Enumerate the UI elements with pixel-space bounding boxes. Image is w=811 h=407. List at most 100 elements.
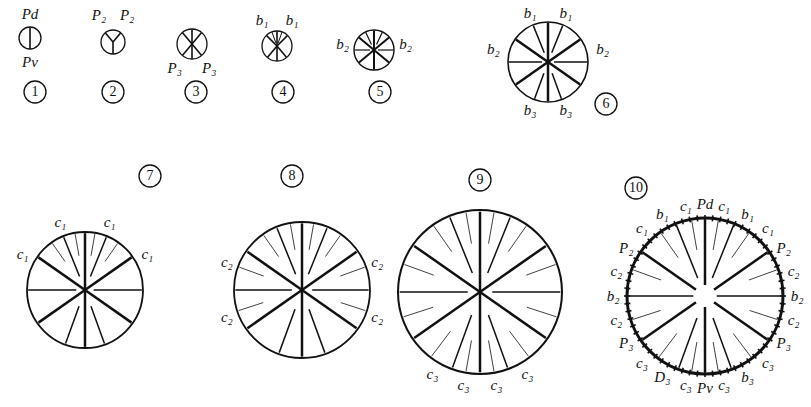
radial-canal xyxy=(632,310,660,319)
radial-canal-figure xyxy=(354,30,394,70)
canal-label: b₁ xyxy=(286,13,299,28)
rim-tick xyxy=(780,303,786,305)
canal-label: c₁ xyxy=(680,199,692,214)
radial-canal xyxy=(432,331,451,356)
radial-canal xyxy=(75,234,79,256)
radial-canal xyxy=(750,310,778,319)
canal-label: c₂ xyxy=(371,310,383,325)
radial-canal xyxy=(90,237,106,276)
radial-canal xyxy=(325,235,340,256)
rim-tick xyxy=(648,349,652,353)
rim-tick xyxy=(767,338,772,341)
radial-canal xyxy=(359,50,374,63)
panel-number-text: 10 xyxy=(629,181,643,195)
canal-label: P₃ xyxy=(202,61,216,76)
rim-tick xyxy=(689,217,690,223)
canal-label: b₂ xyxy=(607,289,620,304)
radial-canal xyxy=(113,33,121,42)
rim-tick xyxy=(627,318,633,320)
rim-tick xyxy=(681,218,683,224)
rim-tick xyxy=(626,311,632,312)
rim-tick xyxy=(624,295,630,297)
radial-canal xyxy=(112,42,114,54)
rim-tick xyxy=(674,365,676,371)
radial-canal xyxy=(85,290,132,323)
radial-canal xyxy=(247,290,302,328)
radial-canal xyxy=(692,342,697,371)
canal-label: b₂ xyxy=(399,37,412,52)
canal-label: c₁ xyxy=(762,221,774,236)
radial-canal xyxy=(105,243,118,261)
radial-canal xyxy=(279,309,295,352)
rim-tick xyxy=(734,365,736,371)
radial-canal xyxy=(276,31,278,46)
disc-outline xyxy=(627,218,783,374)
disc-outline xyxy=(177,29,207,59)
rim-tick xyxy=(777,318,783,320)
rim-tick xyxy=(660,358,663,363)
canal-label: c₂ xyxy=(221,255,233,270)
rim-tick xyxy=(704,215,706,221)
radial-canal xyxy=(91,306,104,343)
radial-canal-figure xyxy=(262,31,292,61)
radial-canal xyxy=(453,315,472,367)
radial-canal xyxy=(479,292,482,372)
radial-canal xyxy=(264,235,279,256)
radial-canal xyxy=(535,73,544,99)
radial-canal xyxy=(277,46,286,57)
radial-canal xyxy=(509,61,542,63)
radial-canal xyxy=(552,73,561,99)
number-ring-outline xyxy=(625,177,647,199)
radial-canal xyxy=(492,291,560,293)
canal-label: Pv xyxy=(697,381,713,396)
rim-tick xyxy=(654,233,658,238)
rim-tick xyxy=(681,368,683,374)
radial-canal xyxy=(183,44,192,55)
canal-label: c₁ xyxy=(636,221,648,236)
radial-canal xyxy=(239,303,264,311)
radial-canal xyxy=(105,33,113,42)
radial-canal xyxy=(526,265,555,276)
radial-canal xyxy=(704,220,707,286)
radial-canal xyxy=(378,49,394,50)
radial-canal xyxy=(301,223,304,290)
rim-tick xyxy=(763,245,768,249)
rim-tick xyxy=(777,272,783,274)
disc-outline xyxy=(262,31,292,61)
canal-label: c₂ xyxy=(610,264,622,279)
radial-canal xyxy=(713,221,718,250)
radial-canal xyxy=(676,225,697,278)
canal-label: b₃ xyxy=(559,103,572,118)
number-ring-outline xyxy=(369,81,391,103)
rim-tick xyxy=(674,221,676,227)
radial-canal xyxy=(374,37,389,50)
canal-label: c₃ xyxy=(427,367,439,382)
panel-number: 9 xyxy=(468,168,492,192)
canal-label: c₂ xyxy=(788,313,800,328)
canal-label: c₂ xyxy=(610,313,622,328)
canal-label: b₁ xyxy=(656,207,669,222)
number-ring-outline xyxy=(595,93,617,115)
radial-canal xyxy=(28,289,76,291)
radial-canal xyxy=(268,46,277,57)
radial-canal xyxy=(354,49,370,50)
canal-label: c₁ xyxy=(54,215,66,230)
disc-outline xyxy=(101,30,125,54)
radial-canal xyxy=(308,228,327,274)
radial-canal xyxy=(340,267,364,276)
rim-tick xyxy=(780,295,786,297)
canal-label: c₁ xyxy=(17,247,29,262)
radial-canal xyxy=(552,26,563,53)
canal-label: c₃ xyxy=(762,356,774,371)
radial-canal xyxy=(191,44,193,59)
radial-canal xyxy=(377,32,383,44)
canal-label: P₂ xyxy=(619,241,633,256)
canal-label: c₃ xyxy=(718,378,730,393)
radial-canal xyxy=(414,292,480,338)
panel-number-text: 7 xyxy=(147,169,154,183)
radial-canal xyxy=(732,233,749,257)
radial-canal xyxy=(554,61,587,63)
radial-canal-figure xyxy=(398,210,562,374)
radial-canal xyxy=(84,290,87,347)
rim-tick xyxy=(758,239,762,243)
